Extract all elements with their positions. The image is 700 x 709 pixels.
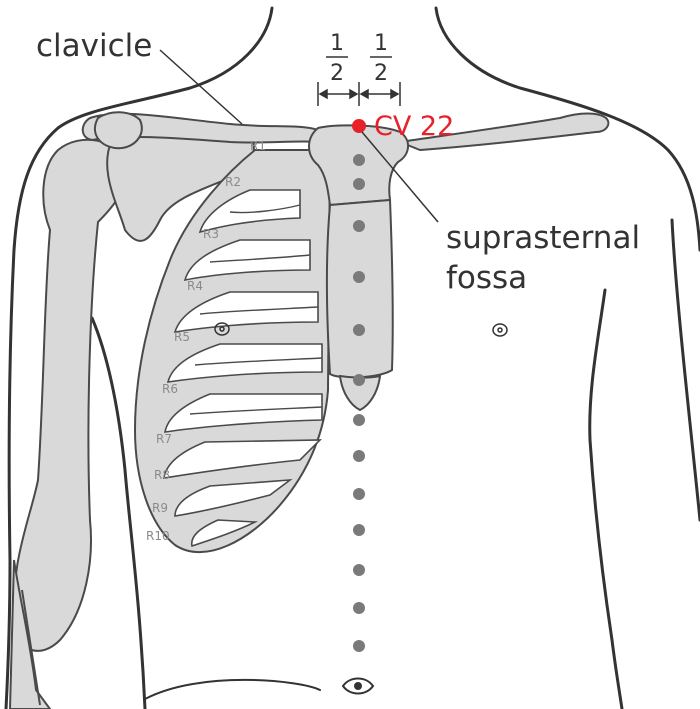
midline-dot: [353, 640, 365, 652]
suprasternal-label: suprasternal: [446, 220, 640, 256]
midline-dot: [353, 374, 365, 386]
fraction-left-denominator: 2: [330, 61, 344, 86]
midline-dot: [353, 450, 365, 462]
cv22-label: CV 22: [374, 111, 454, 142]
rib-label: R2: [225, 175, 241, 189]
rib-label: R1: [250, 139, 266, 153]
clavicle-label: clavicle: [36, 28, 152, 64]
cv22-point: [352, 119, 366, 133]
humerus: [10, 140, 126, 709]
midline-dot: [353, 324, 365, 336]
navel: [343, 679, 373, 694]
midline-dot: [353, 524, 365, 536]
rib-label: R7: [156, 432, 172, 446]
midline-dot: [353, 602, 365, 614]
midline-dot: [353, 564, 365, 576]
half-measure-right: 1 2: [370, 31, 392, 86]
rib-label: R10: [146, 529, 170, 543]
rib-label: R5: [174, 330, 190, 344]
left-flank: [92, 318, 145, 709]
midline-dot: [353, 414, 365, 426]
lower-chest: [145, 680, 320, 699]
fraction-right-numerator: 1: [374, 31, 388, 56]
half-measure-left: 1 2: [326, 31, 348, 86]
rib-label: R4: [187, 279, 203, 293]
right-flank: [590, 290, 622, 709]
midline-dot: [353, 220, 365, 232]
midline-dot: [353, 271, 365, 283]
rib-label: R6: [162, 382, 178, 396]
midline-dot: [353, 154, 365, 166]
fraction-left-numerator: 1: [330, 31, 344, 56]
fossa-label: fossa: [446, 260, 527, 296]
midline-dot: [353, 178, 365, 190]
clavicle-leader: [160, 50, 242, 124]
right-nipple: [493, 324, 507, 336]
rib-label: R9: [152, 501, 168, 515]
right-armpit: [672, 220, 700, 520]
left-shoulder-knob: [95, 112, 142, 148]
rib-label: R3: [203, 227, 219, 241]
midline-dot: [353, 488, 365, 500]
rib-label: R8: [154, 468, 170, 482]
fraction-right-denominator: 2: [374, 61, 388, 86]
